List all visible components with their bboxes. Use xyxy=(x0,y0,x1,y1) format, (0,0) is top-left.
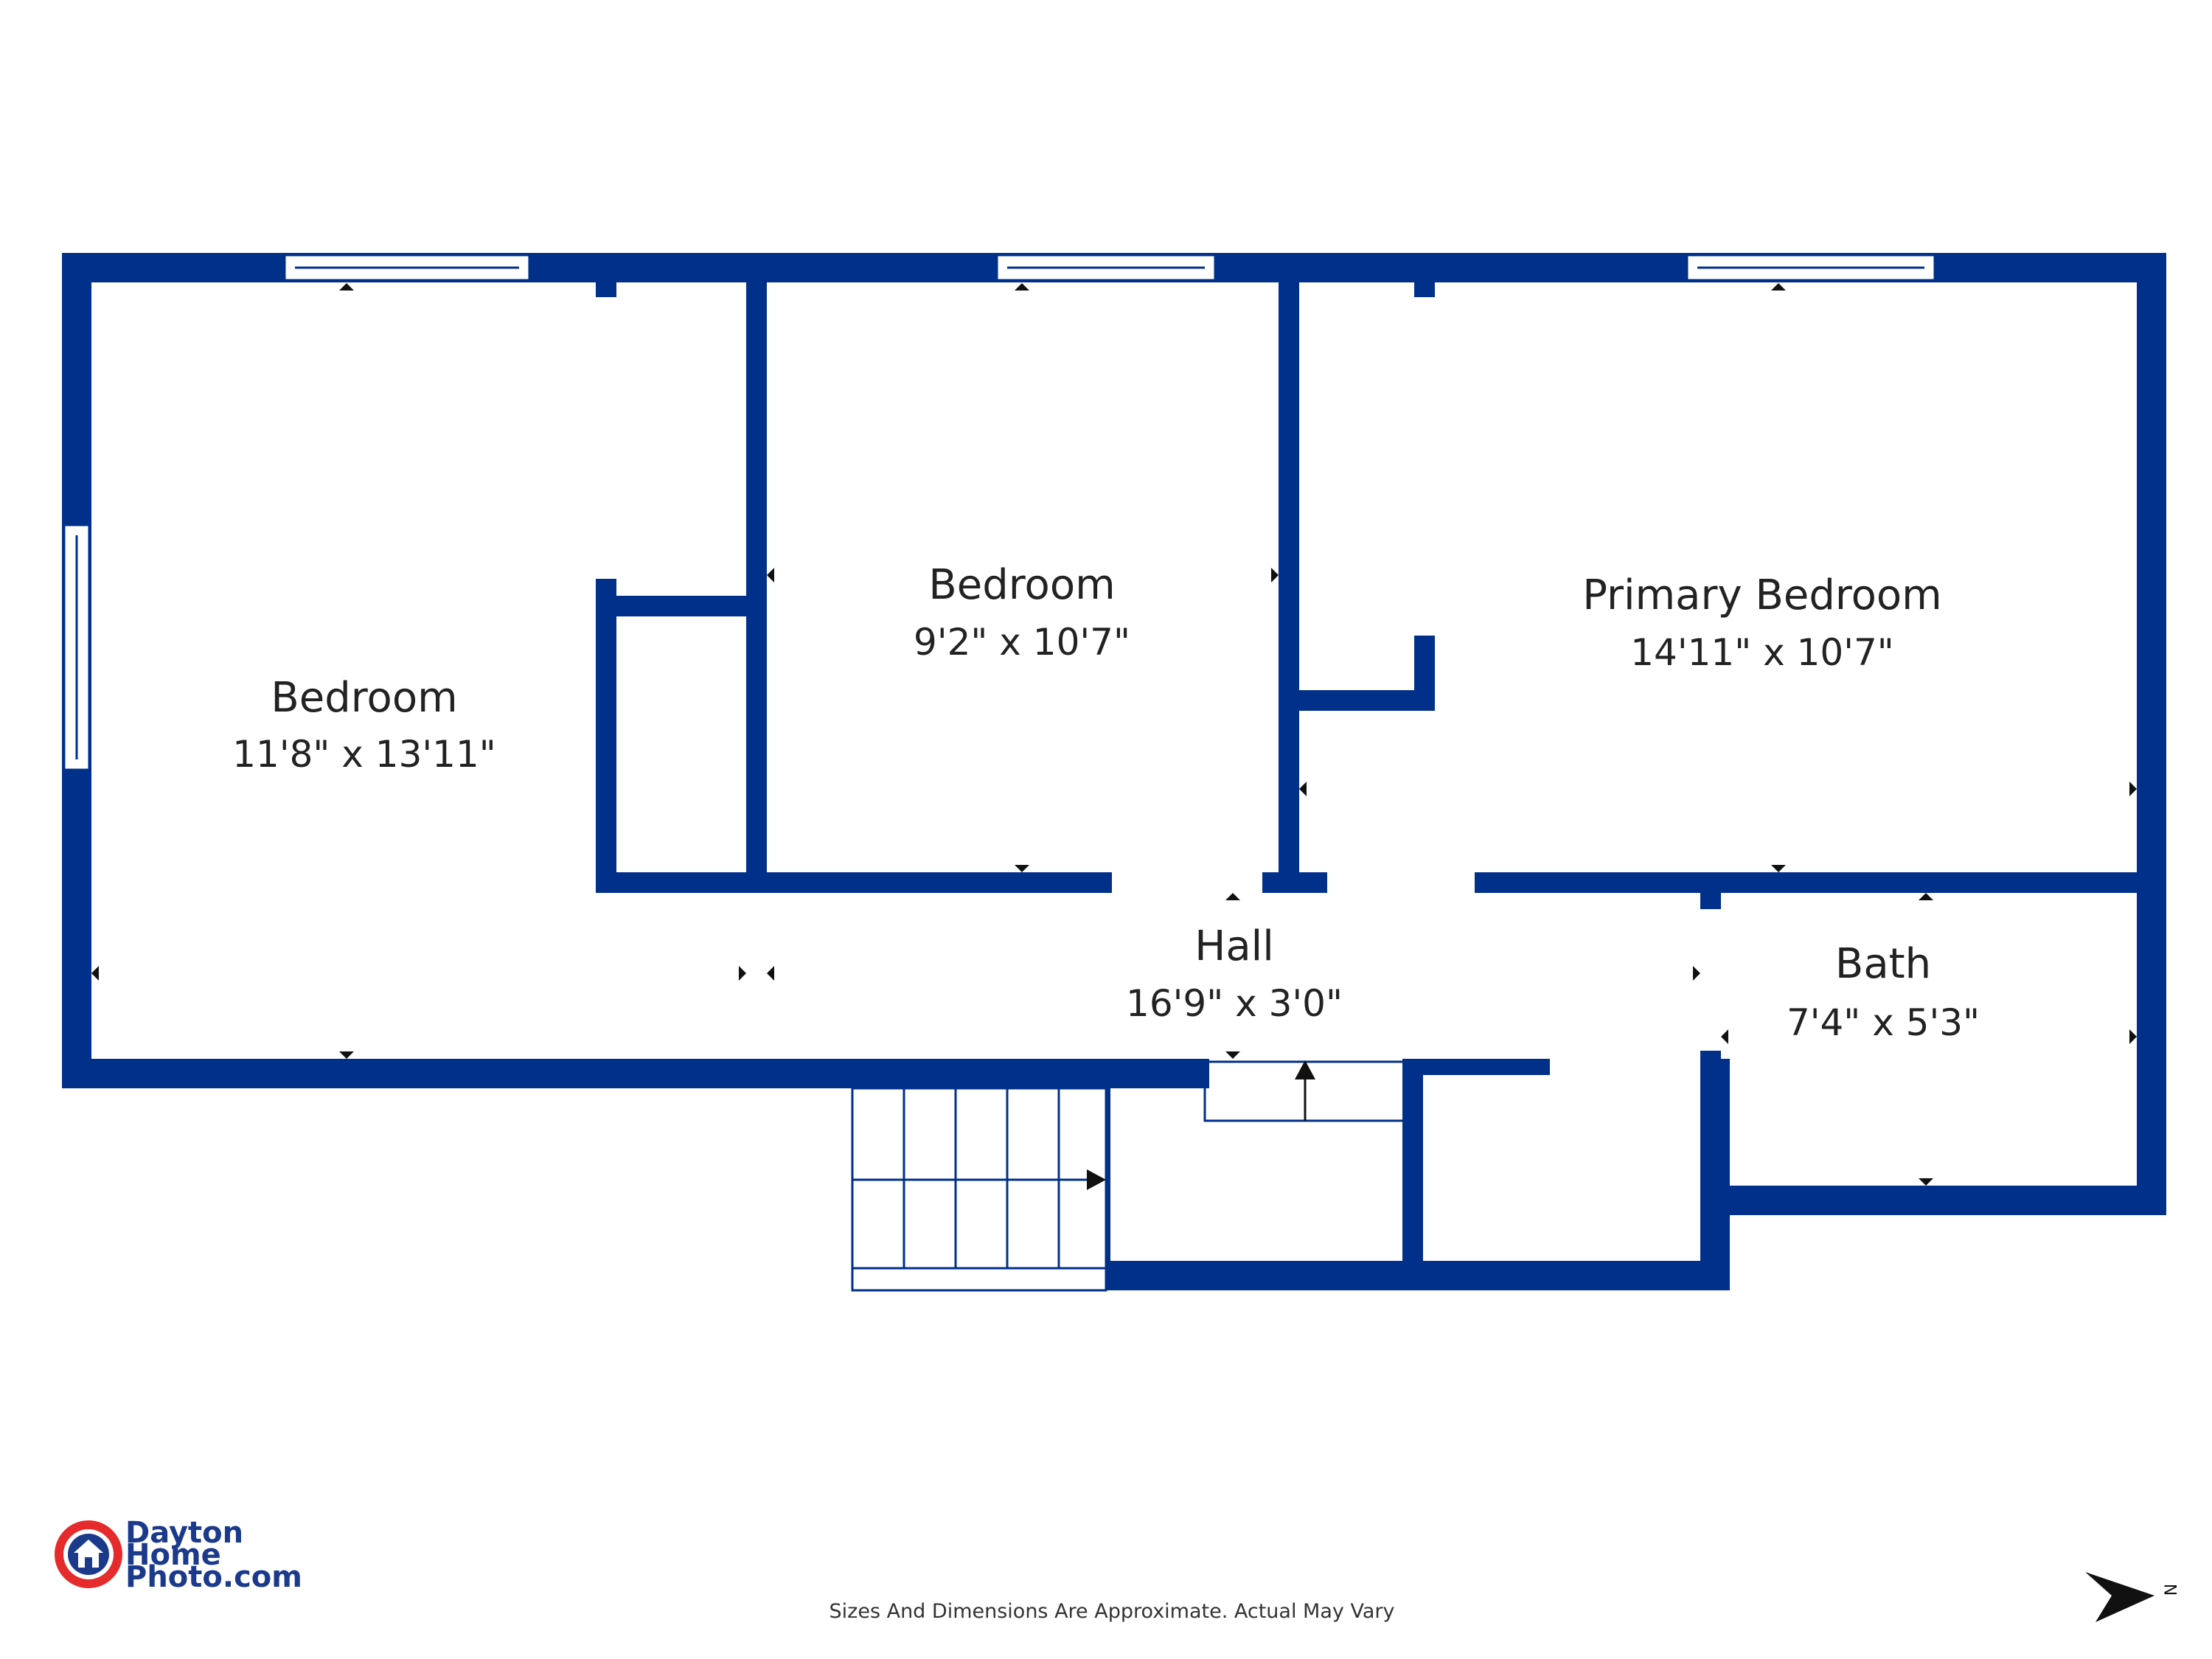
company-logo: Dayton Home Photo.com xyxy=(55,1516,302,1594)
logo-line-1: Dayton xyxy=(125,1516,243,1550)
room-dimensions-primary-bedroom: 14'11" x 10'7" xyxy=(1630,631,1894,674)
room-dimensions-bedroom-middle: 9'2" x 10'7" xyxy=(914,621,1130,664)
stairs xyxy=(851,1087,1107,1292)
walls xyxy=(62,253,2166,1290)
room-name-hall: Hall xyxy=(1194,922,1274,970)
room-name-bedroom-west: Bedroom xyxy=(271,674,457,722)
room-dimensions-bath: 7'4" x 5'3" xyxy=(1787,1001,1980,1044)
room-dimensions-hall: 16'9" x 3'0" xyxy=(1126,982,1343,1025)
room-name-bedroom-middle: Bedroom xyxy=(928,561,1115,609)
windows xyxy=(63,254,1936,771)
logo-line-2: Home xyxy=(125,1538,221,1572)
disclaimer-text: Sizes And Dimensions Are Approximate. Ac… xyxy=(830,1600,1395,1623)
north-arrow-icon: N xyxy=(2085,1572,2181,1622)
room-name-primary-bedroom: Primary Bedroom xyxy=(1582,571,1941,619)
logo-line-3: Photo.com xyxy=(125,1560,302,1594)
house-camera-icon xyxy=(55,1520,122,1588)
north-label: N xyxy=(2163,1584,2181,1596)
room-dimensions-bedroom-west: 11'8" x 13'11" xyxy=(232,733,496,776)
room-labels: Bedroom 11'8" x 13'11" Bedroom 9'2" x 10… xyxy=(232,561,1980,1044)
door-openings xyxy=(1112,871,1700,1075)
attic-hatch xyxy=(1203,1060,1405,1122)
dimension-ticks xyxy=(91,283,2137,1186)
room-name-bath: Bath xyxy=(1835,940,1931,988)
